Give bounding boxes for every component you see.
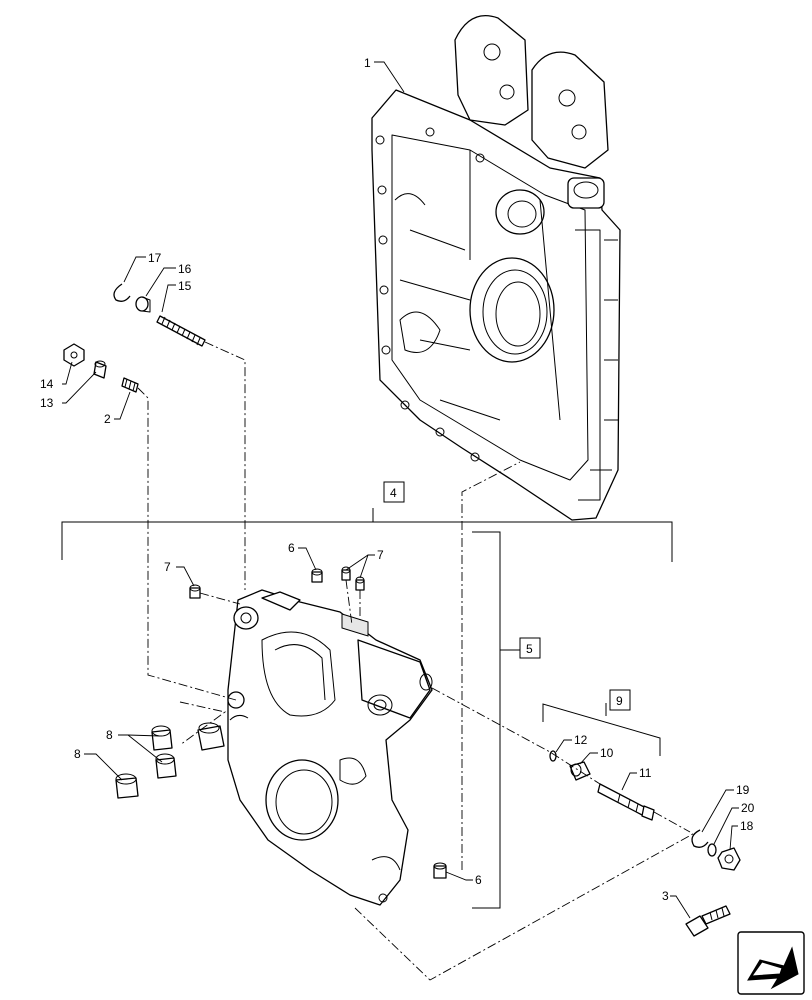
washer-part-20	[707, 843, 717, 857]
callout-17: 17	[148, 251, 162, 265]
upper-housing-part-1	[371, 14, 621, 521]
pin-part-13	[93, 360, 107, 379]
callout-box-5	[519, 637, 541, 659]
assembly-paths	[137, 341, 701, 981]
callout-15: 15	[178, 279, 192, 293]
next-page-arrow-icon[interactable]	[737, 931, 805, 995]
snap-ring-part-17	[113, 283, 131, 302]
cap-nut-part-18	[717, 847, 741, 871]
leader-lines	[62, 61, 739, 919]
plug-nut-part-14	[63, 343, 85, 367]
callout-6-lower: 6	[475, 873, 482, 887]
callout-16: 16	[178, 262, 192, 276]
screw-part-7-right	[341, 566, 365, 591]
callout-box-9	[609, 689, 631, 711]
lower-cover-part-5	[227, 589, 433, 906]
plug-part-16	[135, 296, 151, 313]
dowel-part-6-lower	[433, 862, 447, 879]
callouts: 1 17 16 15 14 13 2 6 7 7 8 8 12 10 11 19…	[40, 56, 755, 903]
callout-3: 3	[662, 889, 669, 903]
screw-part-7-left	[189, 584, 201, 599]
bushing-part-8	[115, 722, 225, 799]
callout-9: 9	[616, 694, 623, 708]
o-ring-part-12	[549, 750, 557, 762]
callout-10: 10	[600, 746, 614, 760]
group-bracket-4	[61, 508, 673, 562]
fitting-part-10	[569, 761, 591, 781]
snap-ring-part-19	[691, 829, 709, 848]
callout-1: 1	[364, 56, 371, 70]
callout-12: 12	[574, 733, 588, 747]
callout-8-lower: 8	[74, 747, 81, 761]
callout-13: 13	[40, 396, 54, 410]
spring-part-15	[156, 315, 206, 347]
group-bracket-9	[542, 703, 661, 756]
callout-5: 5	[526, 642, 533, 656]
callout-20: 20	[741, 801, 755, 815]
bolt-part-3	[685, 905, 731, 937]
callout-box-4	[383, 481, 405, 503]
callout-14: 14	[40, 377, 54, 391]
group-bracket-5	[472, 531, 520, 909]
callout-6-upper: 6	[288, 541, 295, 555]
callout-7-right: 7	[377, 548, 384, 562]
spring-part-2	[121, 377, 139, 393]
callout-19: 19	[736, 783, 750, 797]
dowel-part-6-upper	[311, 568, 323, 583]
valve-stem-part-11	[597, 783, 655, 821]
callout-18: 18	[740, 819, 754, 833]
callout-11: 11	[639, 766, 652, 780]
callout-7-left: 7	[164, 560, 171, 574]
callout-8-upper: 8	[106, 728, 113, 742]
callout-2: 2	[104, 412, 111, 426]
callout-4: 4	[390, 486, 397, 500]
